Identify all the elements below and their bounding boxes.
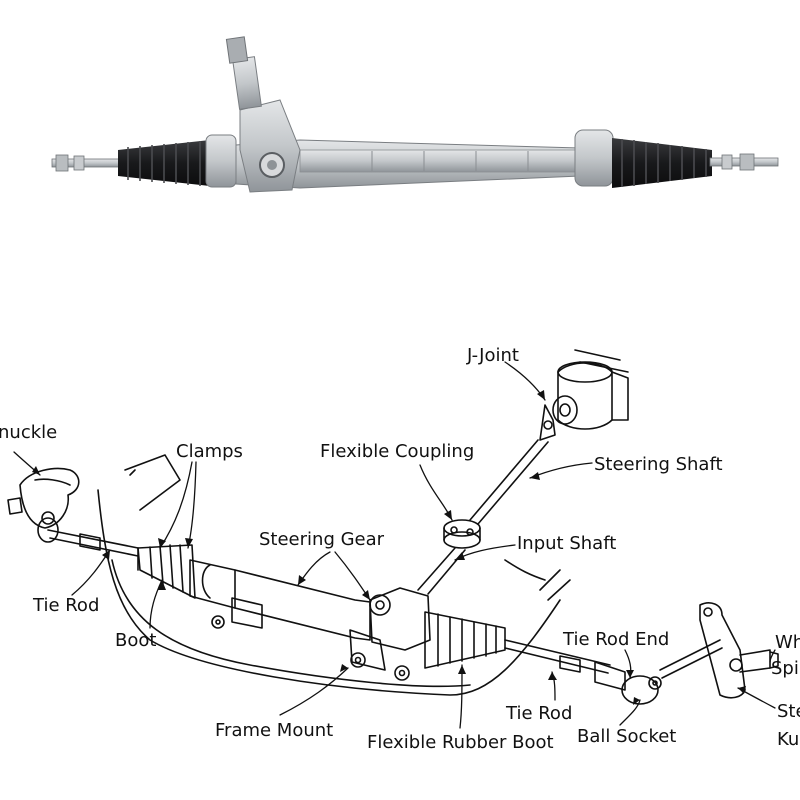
left-knuckle-drawing [19,467,80,529]
label-tie-rod-left: Tie Rod [33,595,100,616]
label-frame-mount: Frame Mount [215,720,334,741]
right-knuckle-drawing [699,602,779,699]
left-rubber-boot [118,140,210,186]
label-tie-rod-right: Tie Rod [506,703,573,724]
arrow-steering-shaft [529,462,593,479]
label-boot: Boot [115,630,157,651]
arrow-tie-rod-left [71,549,111,596]
label-wheel-spindle-1: Wh [775,632,800,653]
label-steering-shaft: Steering Shaft [594,454,723,475]
right-rubber-boot [612,138,712,188]
frame-crossmember-drawing [97,454,571,696]
arrow-frame-mount [279,667,349,716]
label-ball-socket: Ball Socket [577,726,677,747]
steering-column-drawing [539,349,629,441]
label-flexible-coupling: Flexible Coupling [320,441,475,462]
arrow-boot [149,579,163,629]
arrow-flexible-coupling [419,464,453,521]
steering-shaft-drawing [417,439,549,595]
steering-gear-housing-drawing [189,559,431,681]
arrow-flexible-rubber-boot [459,664,463,729]
right-boot-drawing [424,611,506,669]
pinion-input-shaft [225,36,301,193]
label-steering-knuckle-2: Ku [777,729,800,750]
ball-socket-drawing [621,639,723,705]
label-wheel-spindle-2: Spi [771,658,799,679]
left-tie-rod-thread [51,154,121,172]
left-boot-drawing [137,544,196,599]
arrow-ball-socket [619,699,641,726]
arrowheads [32,390,746,705]
rack-housing [205,129,614,189]
right-tie-rod-drawing [504,639,626,691]
label-input-shaft: Input Shaft [517,533,617,554]
label-steering-gear: Steering Gear [259,529,385,550]
label-clamps: Clamps [176,441,243,462]
arrow-clamps-1 [159,461,193,549]
label-steering-knuckle-1: Ste [777,701,800,722]
label-j-joint: J-Joint [467,345,519,366]
label-knuckle: nuckle [0,422,58,443]
right-tie-rod-thread [709,153,779,171]
arrow-wheel-spindle [769,649,776,663]
label-tie-rod-end: Tie Rod End [563,629,670,650]
left-tie-rod-drawing [7,497,139,557]
label-flexible-rubber-boot: Flexible Rubber Boot [367,732,554,753]
